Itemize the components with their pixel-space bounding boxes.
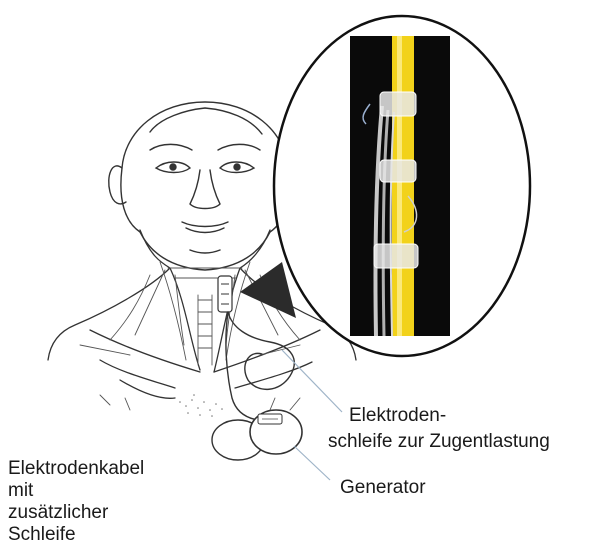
label-generator: Generator [340,477,426,499]
generator-device [250,410,302,454]
label-electrode-loop-line1: Elektroden- [349,405,446,427]
magnifier-wedge [240,262,296,318]
label-electrode-cable: Elektrodenkabel mit zusätzlicher Schleif… [8,458,144,546]
label-electrode-cable-line4: Schleife [8,524,144,546]
head [109,102,302,270]
label-electrode-cable-line2: mit [8,480,144,502]
neck-electrode [218,276,232,312]
pointer-line-loop [282,350,342,412]
sternum-stipple [179,394,223,417]
nerve [392,36,414,336]
label-electrode-loop-line2: schleife zur Zugentlastung [328,431,550,453]
inset-photo [274,16,530,356]
label-electrode-cable-line1: Elektrodenkabel [8,458,144,480]
pointer-line-generator [294,446,330,480]
label-electrode-cable-line3: zusätzlicher [8,502,144,524]
